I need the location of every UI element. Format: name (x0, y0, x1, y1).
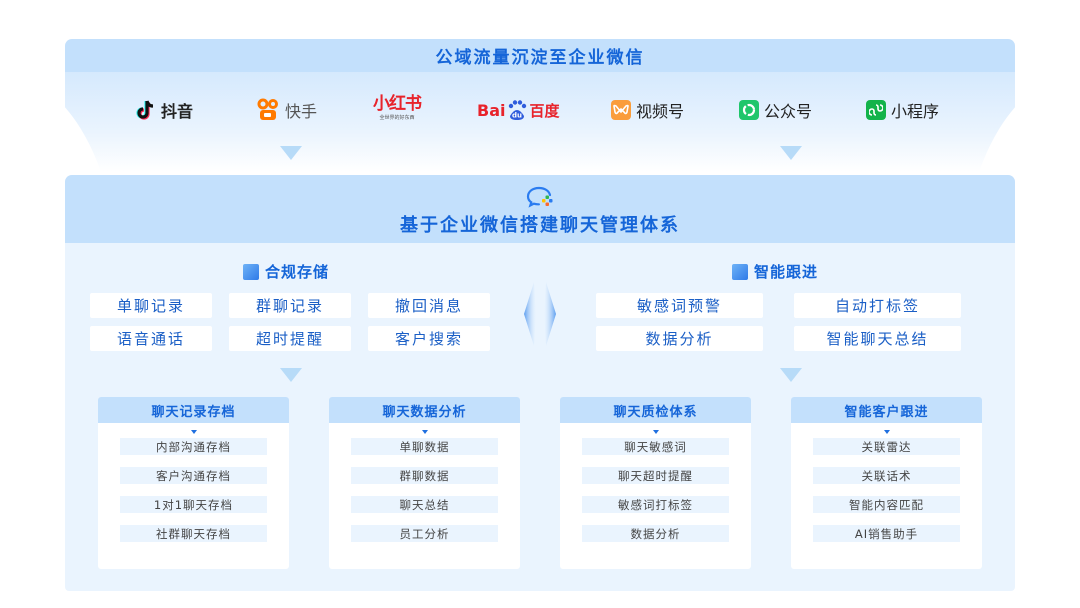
feature-pill: 单聊记录 (90, 293, 212, 318)
card-item: AI销售助手 (813, 525, 960, 542)
arrow-down-icon (780, 368, 802, 382)
chat-management-panel: 基于企业微信搭建聊天管理体系 合规存储 智能跟进 单聊记录 群聊记录 撤回消息 … (65, 175, 1015, 591)
card-item: 1对1聊天存档 (120, 496, 267, 513)
platform-kuaishou: 快手 (256, 95, 317, 125)
caret-down-icon (652, 430, 659, 434)
card-item: 数据分析 (582, 525, 729, 542)
card-item: 单聊数据 (351, 438, 498, 455)
storage-icon (243, 263, 259, 280)
caret-down-icon (421, 430, 428, 434)
gongzhonghao-icon (739, 100, 759, 120)
svg-text:du: du (512, 112, 522, 120)
feature-pill: 客户搜索 (368, 326, 490, 351)
miniprogram-icon (866, 100, 886, 120)
card-title: 智能客户跟进 (791, 397, 982, 423)
card-item: 智能内容匹配 (813, 496, 960, 513)
card-item: 员工分析 (351, 525, 498, 542)
baidu-name: 百度 (529, 101, 560, 120)
platform-baidu: Bai du 百度 (477, 95, 560, 125)
platform-xiaohongshu: 小红书 全世界的好东西 (373, 94, 422, 126)
feature-pill: 群聊记录 (229, 293, 351, 318)
feature-pill: 数据分析 (596, 326, 763, 351)
smart-title-text: 智能跟进 (754, 263, 819, 281)
platform-name: 快手 (285, 102, 318, 121)
platform-douyin: 抖音 (136, 95, 193, 125)
feature-pill: 智能聊天总结 (794, 326, 961, 351)
card-title: 聊天记录存档 (98, 397, 289, 423)
kuaishou-icon (257, 98, 278, 120)
platform-list: 抖音 快手 小红书 全世界的好东西 Bai du 百度 视频号 (65, 92, 1015, 128)
funnel-background (65, 72, 1015, 172)
card-chat-analytics: 聊天数据分析 单聊数据 群聊数据 聊天总结 员工分析 (329, 397, 520, 569)
bidirectional-connector-icon (524, 282, 556, 346)
platform-name: 小程序 (891, 102, 940, 121)
traffic-header: 公域流量沉淀至企业微信 (65, 39, 1015, 72)
caret-down-icon (883, 430, 890, 434)
xiaohongshu-slogan: 全世界的好东西 (379, 115, 415, 121)
platform-name: 视频号 (636, 102, 685, 121)
baidu-prefix: Bai (477, 100, 506, 120)
arrow-down-icon (780, 146, 802, 160)
feature-pill: 语音通话 (90, 326, 212, 351)
card-item: 关联话术 (813, 467, 960, 484)
baidu-paw-icon: du (509, 100, 527, 120)
card-item: 聊天敏感词 (582, 438, 729, 455)
xiaohongshu-logo: 小红书 (373, 94, 422, 114)
feature-pill: 自动打标签 (794, 293, 961, 318)
compliance-title-text: 合规存储 (265, 263, 330, 281)
platform-shipinhao: 视频号 (611, 95, 684, 125)
compliance-section-title: 合规存储 (243, 261, 329, 282)
platform-name: 抖音 (161, 102, 194, 121)
shipinhao-icon (611, 100, 631, 120)
panel-title: 基于企业微信搭建聊天管理体系 (400, 215, 680, 236)
card-item: 社群聊天存档 (120, 525, 267, 542)
panel-header: 基于企业微信搭建聊天管理体系 (65, 175, 1015, 243)
arrow-down-icon (280, 146, 302, 160)
caret-down-icon (190, 430, 197, 434)
platform-miniprogram: 小程序 (866, 95, 939, 125)
card-item: 客户沟通存档 (120, 467, 267, 484)
feature-pill: 敏感词预警 (596, 293, 763, 318)
feature-pill: 超时提醒 (229, 326, 351, 351)
card-item: 关联雷达 (813, 438, 960, 455)
card-chat-archive: 聊天记录存档 内部沟通存档 客户沟通存档 1对1聊天存档 社群聊天存档 (98, 397, 289, 569)
card-item: 群聊数据 (351, 467, 498, 484)
card-title: 聊天数据分析 (329, 397, 520, 423)
card-item: 敏感词打标签 (582, 496, 729, 513)
platform-name: 公众号 (764, 102, 813, 121)
traffic-title: 公域流量沉淀至企业微信 (435, 48, 645, 68)
smart-section-title: 智能跟进 (732, 261, 818, 282)
card-item: 内部沟通存档 (120, 438, 267, 455)
presentation-board-icon (732, 263, 748, 280)
platform-gongzhonghao: 公众号 (739, 95, 812, 125)
card-item: 聊天超时提醒 (582, 467, 729, 484)
card-chat-quality: 聊天质检体系 聊天敏感词 聊天超时提醒 敏感词打标签 数据分析 (560, 397, 751, 569)
wecom-chat-icon (526, 186, 553, 208)
card-title: 聊天质检体系 (560, 397, 751, 423)
arrow-down-icon (280, 368, 302, 382)
douyin-icon (136, 100, 154, 120)
card-item: 聊天总结 (351, 496, 498, 513)
feature-pill: 撤回消息 (368, 293, 490, 318)
card-smart-followup: 智能客户跟进 关联雷达 关联话术 智能内容匹配 AI销售助手 (791, 397, 982, 569)
